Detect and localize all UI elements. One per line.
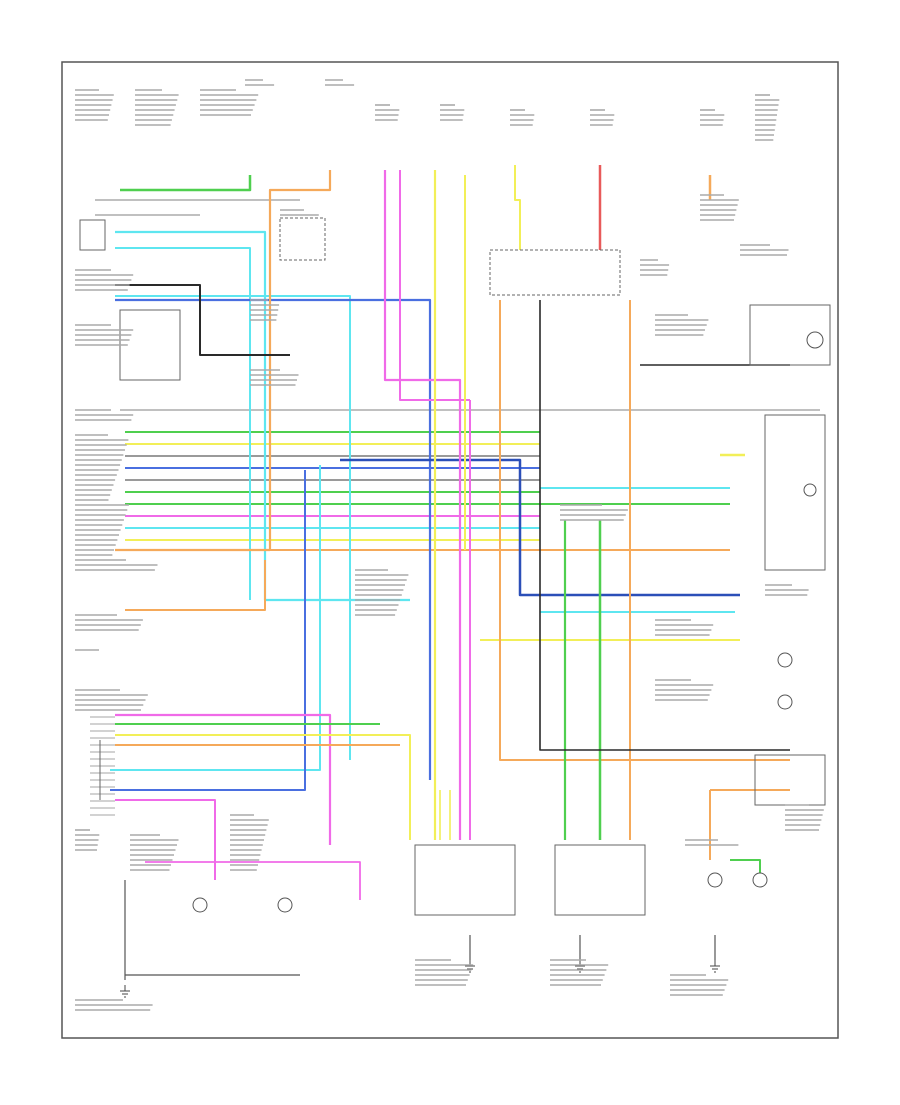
right-connector-box <box>554 844 646 916</box>
wire-yellow-7 <box>439 790 451 840</box>
ground-1 <box>120 985 130 998</box>
left-fuse-box <box>79 219 106 251</box>
wire-pink-6 <box>145 861 361 900</box>
wire-orange-7 <box>709 789 790 860</box>
wire-green-top <box>120 175 252 192</box>
wire-black-2 <box>539 300 790 751</box>
blower-motor-box <box>749 304 831 366</box>
wire-blue-1 <box>115 298 432 780</box>
wire-yellow-3 <box>514 165 521 250</box>
blower-motor <box>806 331 824 349</box>
wire-layer <box>95 165 820 980</box>
wire-orange-2 <box>125 560 266 611</box>
right-side-module-box <box>754 754 826 806</box>
ground-3 <box>575 960 585 973</box>
left-connector-box <box>414 844 516 916</box>
ground-4 <box>710 960 720 973</box>
wire-orange-3 <box>499 300 790 761</box>
wire-pink-1 <box>383 170 462 840</box>
wire-blue-3 <box>110 470 306 791</box>
diagram-border <box>61 61 839 1039</box>
wire-black-5 <box>469 935 716 960</box>
right-sensor-1 <box>707 872 723 888</box>
left-module-box <box>119 309 181 381</box>
wire-black-1 <box>115 284 290 356</box>
wire-cyan-3 <box>115 295 351 760</box>
right-lamp <box>777 694 793 710</box>
wire-pink-5 <box>115 799 216 880</box>
wire-cyan-2 <box>115 247 251 600</box>
right-sensor-2 <box>752 872 768 888</box>
left-sensor-2 <box>277 897 293 913</box>
wire-green-5 <box>730 859 761 875</box>
wire-cyan-4 <box>110 465 321 771</box>
left-lamp <box>777 652 793 668</box>
component-layer <box>75 79 831 1011</box>
wire-black-4 <box>124 880 300 980</box>
wire-yellow-4 <box>115 734 411 840</box>
left-sensor-1 <box>192 897 208 913</box>
switch-assembly-box <box>764 414 826 571</box>
wire-pink-2 <box>399 170 470 401</box>
wire-pink-4 <box>115 713 332 845</box>
wire-cyan-1 <box>115 230 410 602</box>
ground-2 <box>465 960 475 973</box>
fuse-block-right <box>489 249 621 296</box>
switch-contact <box>803 483 817 497</box>
relay-box <box>279 217 326 261</box>
